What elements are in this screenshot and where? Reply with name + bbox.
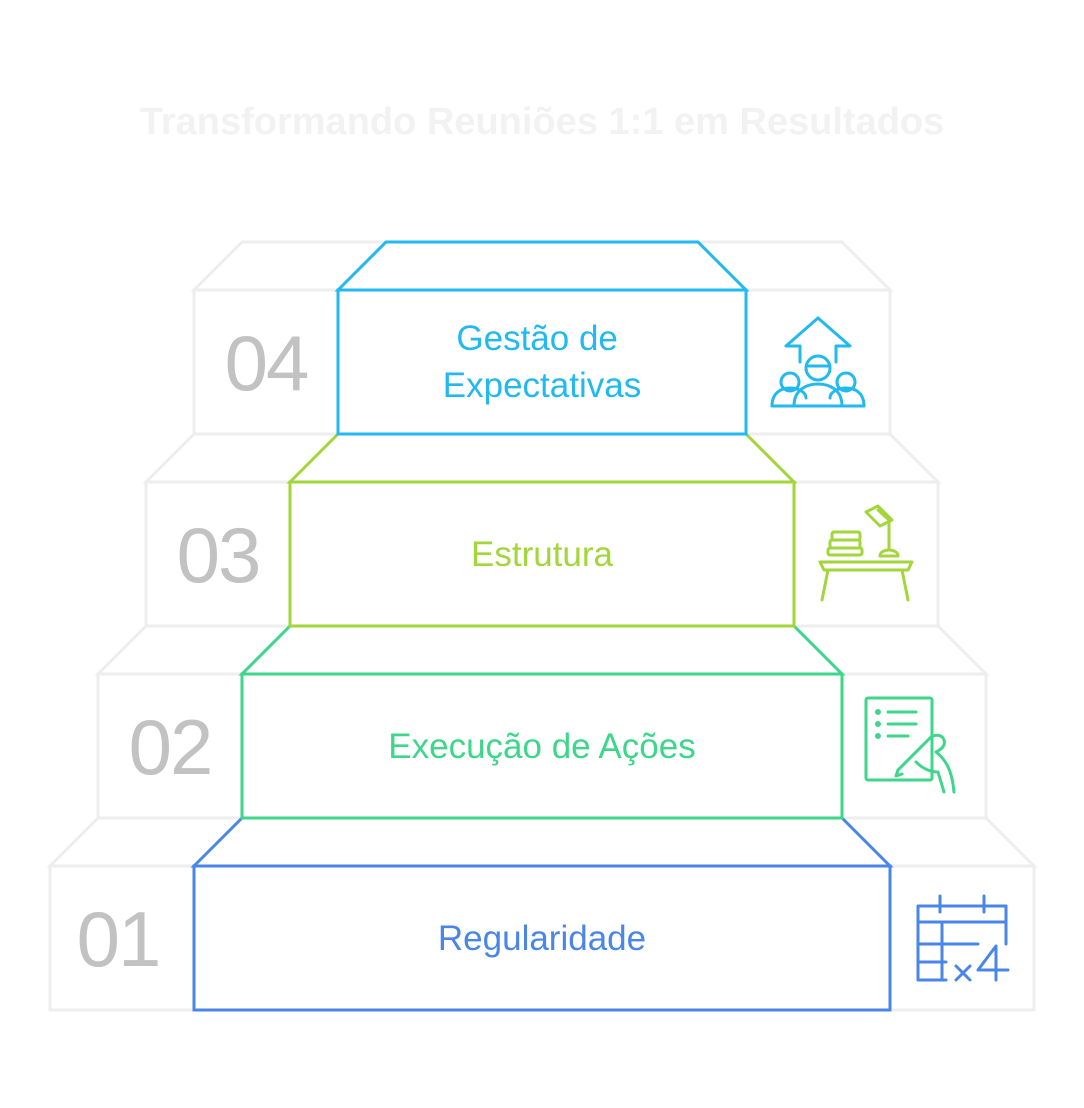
step-4-top [334, 240, 750, 292]
step-3-label-line: Estrutura [471, 535, 614, 574]
step-1-box [192, 864, 892, 1012]
step-2-label: Execução de Ações [388, 727, 695, 766]
step-3-top [286, 432, 798, 484]
step-4-label: Gestão de Expectativas [443, 319, 641, 405]
step-1: Regularidade [190, 816, 894, 1012]
step-2: Execução de Ações [238, 624, 846, 820]
step-2-box [240, 672, 844, 820]
step-4-label-line-1: Gestão de [456, 319, 618, 358]
step-3-box [288, 480, 796, 628]
step-2-top [238, 624, 846, 676]
diagram-title: Transformando Reuniões 1:1 em Resultados [140, 101, 945, 143]
calendar-x4-icon [916, 894, 1010, 982]
step-4-box [336, 288, 748, 436]
step-1-label: Regularidade [438, 919, 646, 958]
desk-lamp-books-icon [818, 504, 914, 602]
step-number-3: 03 [177, 511, 260, 599]
step-number-4: 04 [225, 319, 308, 407]
step-number-1: 01 [77, 895, 160, 983]
step-2-label-line: Execução de Ações [388, 727, 695, 766]
step-3-label: Estrutura [471, 535, 614, 574]
step-4: Gestão de Expectativas [334, 240, 750, 436]
step-1-top [190, 816, 894, 868]
step-number-2: 02 [129, 703, 212, 791]
step-4-label-line-2: Expectativas [443, 366, 641, 405]
step-1-label-line: Regularidade [438, 919, 646, 958]
step-3: Estrutura [286, 432, 798, 628]
team-growth-arrow-icon [770, 316, 866, 408]
checklist-writing-hand-icon [864, 696, 956, 794]
